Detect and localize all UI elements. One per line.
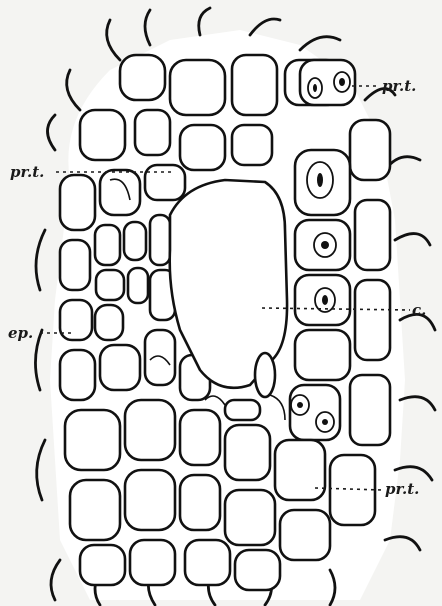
label-prt-top-right: pr.t. (352, 77, 416, 95)
label-text: pr.t. (10, 163, 44, 181)
label-text: c. (412, 301, 426, 319)
label-text: pr.t. (382, 77, 416, 95)
label-text: pr.t. (385, 480, 419, 498)
label-text: ep. (8, 324, 33, 342)
